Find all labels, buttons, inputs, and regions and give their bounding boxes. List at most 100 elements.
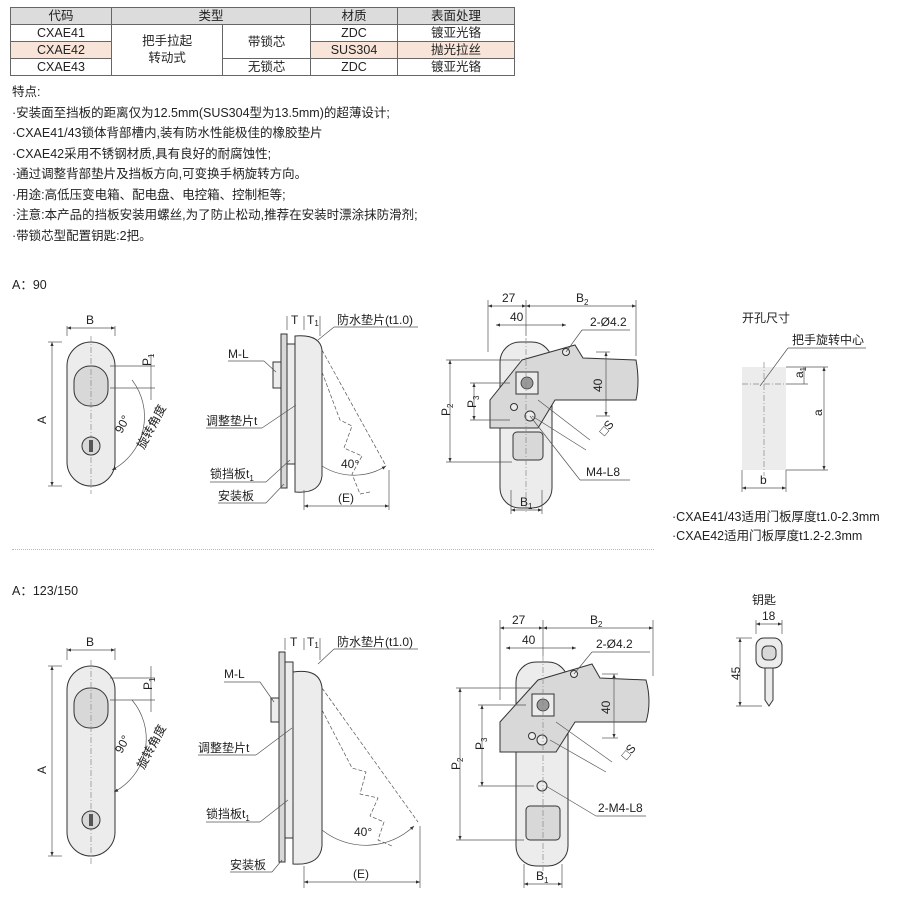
dim-key-width: 18 (762, 609, 776, 623)
feature-item: ·安装面至挡板的距离仅为12.5mm(SUS304型为13.5mm)的超薄设计; (12, 105, 390, 120)
dim-a1: a1 (792, 366, 808, 378)
dim-B2: B2 (590, 613, 603, 629)
dim-P3: P3 (473, 737, 489, 750)
handle-side (294, 335, 323, 493)
dim-P2: P2 (439, 403, 455, 416)
mounting-plate (280, 333, 288, 489)
dim-T: T (291, 313, 299, 327)
label-plate: 安装板 (230, 857, 266, 872)
angle-40: 40° (354, 825, 372, 839)
feature-item: ·带锁芯型配置钥匙:2把。 (12, 228, 152, 243)
dim-T: T (290, 635, 298, 649)
feature-item: ·注意:本产品的挡板安装用螺丝,为了防止松动,推荐在安装时漂涂抹防滑剂; (12, 208, 418, 222)
label-plate: 安装板 (218, 488, 254, 503)
side-view-1: T T1 防水垫片(t1.0) M-L 调整垫片t 锁挡板t1 安装板 40° … (206, 312, 418, 510)
dim-E: (E) (353, 867, 369, 881)
feature-item: ·CXAE42采用不锈钢材质,具有良好的耐腐蚀性; (12, 146, 272, 161)
cutout-view: 开孔尺寸 把手旋转中心 a1 a b (741, 311, 866, 492)
handle-side (292, 670, 323, 865)
key-view: 钥匙 18 45 (729, 593, 783, 707)
dim-A: A (35, 766, 49, 774)
dim-P2: P2 (449, 757, 465, 770)
label-shim: 调整垫片t (206, 413, 258, 428)
label-square-S: □S (618, 741, 639, 762)
header-type: 类型 (111, 7, 311, 25)
cell-lock: 带锁芯 (222, 24, 311, 59)
angle-40: 40° (341, 457, 359, 471)
feature-item: ·用途:高低压变电箱、配电盘、电控箱、控制柜等; (12, 187, 286, 202)
dim-E: (E) (338, 491, 354, 505)
section-label-a123: A：123/150 (12, 584, 79, 598)
screw-head (272, 361, 282, 389)
dim-B: B (86, 635, 94, 649)
dim-a: a (811, 409, 825, 416)
cell-code: CXAE42 (10, 41, 112, 59)
dim-P3: P3 (465, 395, 481, 408)
table-header-row: 代码 类型 材质 表面处理 (10, 7, 515, 25)
label-shim: 调整垫片t (198, 740, 250, 755)
side-view-2: T T1 防水垫片(t1.0) M-L 调整垫片t 锁挡板t1 安装板 40° … (198, 634, 421, 888)
rear-view-2: 27 B2 40 2-Ø4.2 40 P2 P3 □S 2-M4-L8 B1 (449, 613, 654, 888)
dim-B2: B2 (576, 291, 589, 307)
cylinder-housing (512, 431, 544, 461)
section-label-a90: A：90 (12, 278, 47, 292)
dim-T1: T1 (307, 313, 319, 328)
note-thickness-42: ·CXAE42适用门板厚度t1.2-2.3mm (672, 529, 863, 543)
label-screw-ML: M-L (224, 667, 245, 681)
features-list: 特点: ·安装面至挡板的距离仅为12.5mm(SUS304型为13.5mm)的超… (12, 82, 418, 246)
table-row: CXAE41 把手拉起 转动式 带锁芯 ZDC 镀亚光铬 (10, 24, 515, 76)
screw-head (270, 697, 280, 723)
feature-item: ·通过调整背部垫片及挡板方向,可变换手柄旋转方向。 (12, 167, 308, 181)
stopper-plate (286, 343, 296, 465)
dim-P1: P1 (141, 677, 157, 690)
cutout-title: 开孔尺寸 (742, 311, 790, 325)
dim-40: 40 (522, 633, 536, 647)
cell-finish: 镀亚光铬 (397, 58, 515, 76)
header-code: 代码 (10, 7, 112, 25)
keyhole-icon (89, 814, 93, 826)
dim-B1: B1 (520, 495, 533, 511)
stopper-plate (284, 661, 294, 839)
cell-material: SUS304 (310, 41, 398, 59)
dim-key-height: 45 (729, 666, 743, 680)
type-line-2: 转动式 (148, 51, 186, 65)
table-row: CXAE43 无锁芯 ZDC 镀亚光铬 (10, 58, 515, 76)
cell-code: CXAE43 (10, 58, 112, 76)
label-gasket: 防水垫片(t1.0) (337, 312, 413, 327)
label-screw-ML: M-L (228, 347, 249, 361)
note-thickness-41-43: ·CXAE41/43适用门板厚度t1.0-2.3mm (672, 510, 880, 524)
front-view-1: B A P1 90° 旋转角度 (35, 313, 169, 494)
label-stopper: 锁挡板t1 (210, 466, 254, 483)
cell-material: ZDC (310, 58, 398, 76)
rotation-angle-label: 旋转角度 (133, 402, 169, 451)
dim-B: B (86, 313, 94, 327)
feature-item: ·CXAE41/43锁体背部槽内,装有防水性能极佳的橡胶垫片 (12, 126, 323, 140)
cell-type: 把手拉起 转动式 (110, 24, 224, 76)
mounting-plate (278, 651, 286, 863)
spec-table: 代码 类型 材质 表面处理 CXAE41 把手拉起 转动式 带锁芯 ZDC 镀亚… (10, 7, 515, 76)
label-holes: 2-Ø4.2 (590, 315, 627, 329)
dim-P1: P1 (140, 353, 156, 366)
keyhole-icon (89, 440, 93, 452)
latch-plate (499, 663, 650, 753)
dim-A: A (35, 416, 49, 424)
dim-T1: T1 (307, 635, 319, 650)
key-blade (764, 667, 774, 707)
dim-40-vertical: 40 (591, 378, 605, 392)
dim-40-vertical: 40 (599, 700, 613, 714)
rotation-angle-label: 旋转角度 (133, 722, 169, 771)
label-M4L8: M4-L8 (586, 465, 620, 479)
label-holes: 2-Ø4.2 (596, 637, 633, 651)
label-stopper: 锁挡板t1 (206, 806, 250, 823)
cell-lock: 无锁芯 (222, 58, 311, 76)
section-divider (12, 549, 654, 550)
dim-27: 27 (512, 613, 526, 627)
features-title: 特点: (12, 85, 41, 99)
label-rotation-center: 把手旋转中心 (792, 332, 864, 347)
dim-27: 27 (502, 291, 516, 305)
header-material: 材质 (310, 7, 398, 25)
dim-B1: B1 (536, 869, 549, 885)
front-view-2: B A P1 90° 旋转角度 (35, 635, 169, 864)
dim-40: 40 (510, 310, 524, 324)
